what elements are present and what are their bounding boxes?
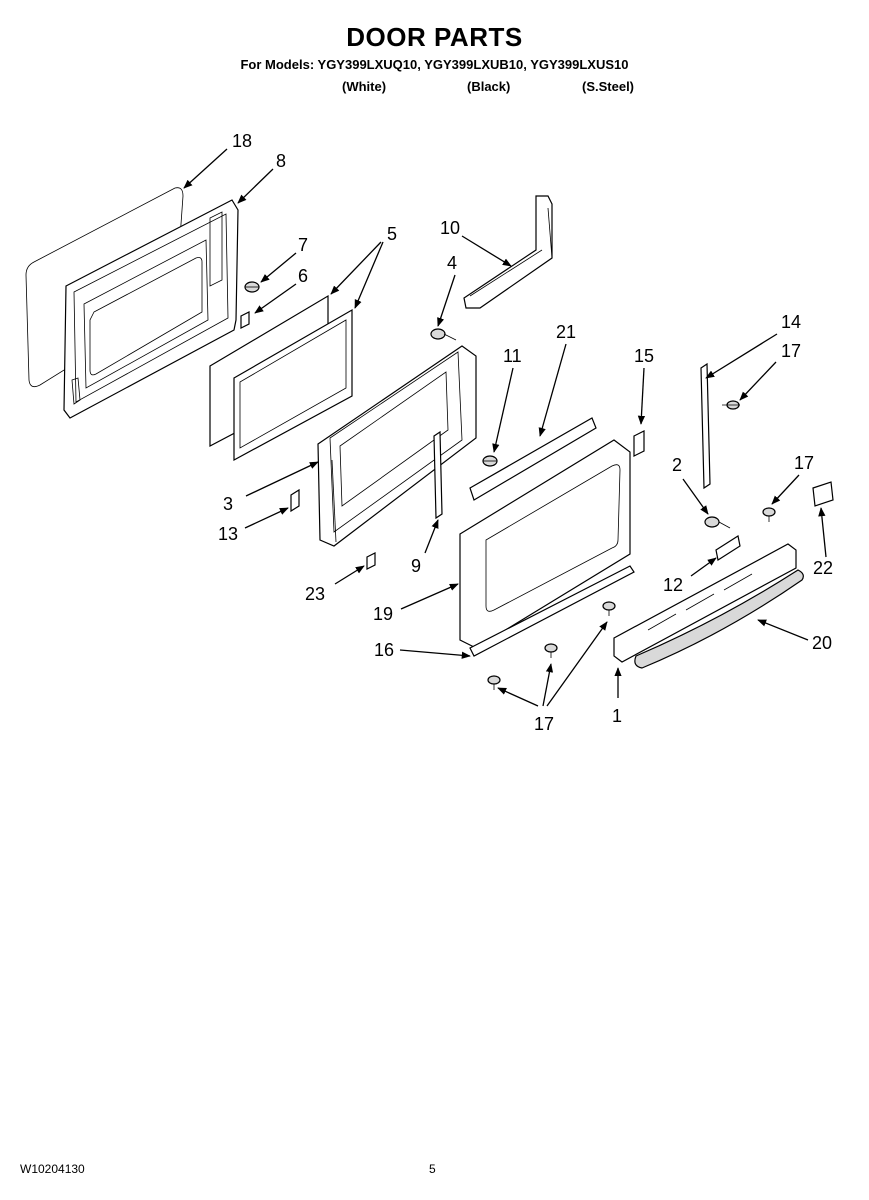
variant-black: (Black): [467, 79, 511, 94]
callout-21: 21: [556, 322, 576, 342]
part-16-trim: [469, 565, 635, 657]
callout-23: 23: [305, 584, 325, 604]
callout-6: 6: [298, 266, 308, 286]
part-3-inner-frame: [317, 345, 477, 547]
callout-18: 18: [232, 131, 252, 151]
callout-22: 22: [813, 558, 833, 578]
part-8-inner-door: [63, 199, 239, 419]
part-5-glass: [209, 294, 353, 462]
callout-17-right: 17: [794, 453, 814, 473]
part-11-screw: [482, 455, 498, 467]
callout-10: 10: [440, 218, 460, 238]
callout-15: 15: [634, 346, 654, 366]
part-20-handle: [634, 569, 804, 669]
callout-5: 5: [387, 224, 397, 244]
callout-17-bottom: 17: [534, 714, 554, 734]
callout-1: 1: [612, 706, 622, 726]
callout-9: 9: [411, 556, 421, 576]
callout-11: 11: [503, 346, 522, 366]
part-15-label: [633, 430, 645, 457]
callout-7: 7: [298, 235, 308, 255]
leader-lines: [183, 148, 827, 707]
variant-steel: (S.Steel): [582, 79, 635, 94]
part-4-screw: [430, 328, 457, 341]
callout-labels: 18 8 7 6 5 10 4 21 11 15 14 17 2 17 3 13…: [218, 131, 833, 734]
part-21-strip: [469, 417, 597, 501]
callout-16: 16: [374, 640, 394, 660]
part-14-side-trim: [700, 362, 711, 490]
part-6-clip: [240, 311, 250, 329]
part-19-outer-glass: [459, 439, 631, 649]
callout-2: 2: [672, 455, 682, 475]
part-2-screw: [704, 516, 731, 529]
callout-8: 8: [276, 151, 286, 171]
part-23-clip: [366, 552, 376, 570]
part-7-screw: [244, 281, 260, 293]
page-number: 5: [429, 1162, 436, 1176]
page-title: DOOR PARTS: [346, 22, 523, 52]
models-line: For Models: YGY399LXUQ10, YGY399LXUB10, …: [240, 57, 629, 72]
doc-number: W10204130: [20, 1162, 85, 1176]
callout-19: 19: [373, 604, 393, 624]
callout-20: 20: [812, 633, 832, 653]
callout-17-upper: 17: [781, 341, 801, 361]
part-22-label: [812, 481, 834, 507]
part-9-bracket: [433, 430, 443, 520]
callout-12: 12: [663, 575, 683, 595]
callout-13: 13: [218, 524, 238, 544]
variant-white: (White): [342, 79, 387, 94]
callout-4: 4: [447, 253, 457, 273]
callout-3: 3: [223, 494, 233, 514]
part-13-clip: [290, 488, 300, 513]
part-17-screws: [487, 400, 776, 690]
callout-14: 14: [781, 312, 801, 332]
part-1-vent-channel: [613, 543, 797, 663]
part-12-bracket: [715, 535, 741, 561]
part-10-vent-bracket: [463, 195, 553, 309]
